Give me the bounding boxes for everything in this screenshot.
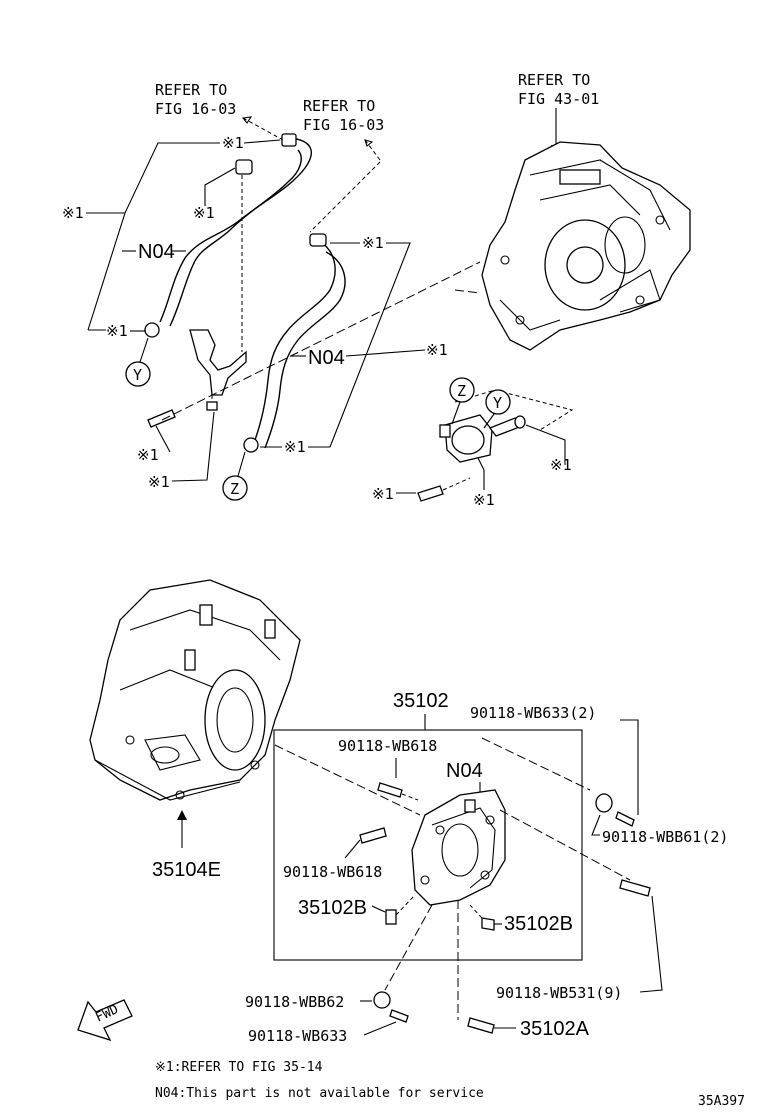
part-35102a: 35102A <box>520 1018 590 1040</box>
mark-ref-4: ※1 <box>106 322 128 340</box>
label-z-right: Z <box>457 382 466 400</box>
mark-ref-10: ※1 <box>550 456 572 474</box>
label-y-left: Y <box>133 366 142 384</box>
mark-ref-8: ※1 <box>426 341 448 359</box>
solenoid-valve-assembly <box>439 414 526 471</box>
hose-middle <box>254 239 336 441</box>
ref-arrow-b <box>364 139 381 161</box>
mark-ref-3: ※1 <box>62 204 84 222</box>
mark-ref-6: ※1 <box>148 473 170 491</box>
label-z-left: Z <box>230 480 239 498</box>
part-wb633-2: 90118-WB633(2) <box>470 704 596 722</box>
fwd-arrow-icon: FWD <box>77 999 133 1042</box>
connector-z-left <box>222 475 248 501</box>
part-35102b-right: 35102B <box>504 913 573 935</box>
part-wb618-top: 90118-WB618 <box>338 737 437 755</box>
bolt-left <box>147 409 176 428</box>
connector-y-left <box>125 361 151 387</box>
figure-code: 35A397 <box>698 1094 745 1109</box>
mount-line-1 <box>161 261 481 421</box>
part-wb531-9: 90118-WB531(9) <box>496 984 622 1002</box>
mark-ref-9: ※1 <box>284 438 306 456</box>
ref-fig1603-a-line2: FIG 16-03 <box>155 100 236 118</box>
mark-ref-1: ※1 <box>222 134 244 152</box>
connector-z-right <box>449 377 475 403</box>
mount-line-6 <box>384 904 433 991</box>
mount-line-2 <box>274 744 421 816</box>
bolt-wb633-upper <box>615 811 635 827</box>
hose-clamp-top <box>281 133 297 147</box>
hose-bracket <box>189 329 247 396</box>
ref-fig4301-line1: REFER TO <box>518 71 590 89</box>
hose-clamp-middle-top <box>309 233 327 247</box>
ref-arrow-a <box>242 117 284 141</box>
bolt-wb633-lower <box>389 1009 409 1023</box>
mark-ref-11: ※1 <box>372 485 394 503</box>
plug-35102a <box>467 1017 495 1034</box>
part-35102b-left: 35102B <box>298 897 367 919</box>
transmission-case-35104e <box>89 579 301 801</box>
transmission-cover-35102 <box>411 789 506 906</box>
part-wb633: 90118-WB633 <box>248 1027 347 1045</box>
label-n04-upper-left: N04 <box>138 241 175 263</box>
label-n04-middle: N04 <box>308 347 345 369</box>
note-n04: N04:This part is not available for servi… <box>155 1086 484 1101</box>
part-35102: 35102 <box>393 690 449 712</box>
part-wbb62: 90118-WBB62 <box>245 993 344 1011</box>
mark-ref-7: ※1 <box>362 234 384 252</box>
hose-middle-edge <box>264 251 346 449</box>
ref-fig4301-line2: FIG 43-01 <box>518 90 599 108</box>
bolt-valve <box>417 485 444 502</box>
ref-fig1603-a-line1: REFER TO <box>155 81 227 99</box>
hose-clamp-bottom <box>144 322 160 338</box>
ref-fig1603-b-line2: FIG 16-03 <box>303 116 384 134</box>
mark-ref-5: ※1 <box>137 446 159 464</box>
note-ref-fig: ※1:REFER TO FIG 35-14 <box>155 1060 323 1075</box>
hose-left-edge <box>169 149 302 327</box>
washer-wbb61 <box>595 793 613 813</box>
mark-ref-2: ※1 <box>193 204 215 222</box>
bolt-wb531 <box>619 879 651 897</box>
label-y-right: Y <box>493 394 502 412</box>
part-35104e: 35104E <box>152 859 221 881</box>
hose-clip <box>235 159 253 175</box>
connector-y-right <box>485 389 511 415</box>
part-wbb61-2: 90118-WBB61(2) <box>602 828 728 846</box>
label-n04-lower: N04 <box>446 760 483 782</box>
pin-wb618-bottom <box>359 827 387 844</box>
part-35102-box <box>273 729 583 961</box>
transmission-housing-upper <box>481 141 691 351</box>
mount-line-3 <box>481 737 591 791</box>
ref-fig1603-b-line1: REFER TO <box>303 97 375 115</box>
plug-35102b-left <box>385 909 397 925</box>
hose-clamp-middle-bottom <box>243 437 259 453</box>
bracket-nut <box>206 401 218 411</box>
washer-wbb62 <box>373 991 391 1009</box>
mark-ref-12: ※1 <box>473 491 495 509</box>
pin-wb618-top <box>377 782 403 798</box>
part-wb618-bottom: 90118-WB618 <box>283 863 382 881</box>
mount-line-4 <box>499 809 631 881</box>
plug-35102b-right <box>481 917 495 931</box>
